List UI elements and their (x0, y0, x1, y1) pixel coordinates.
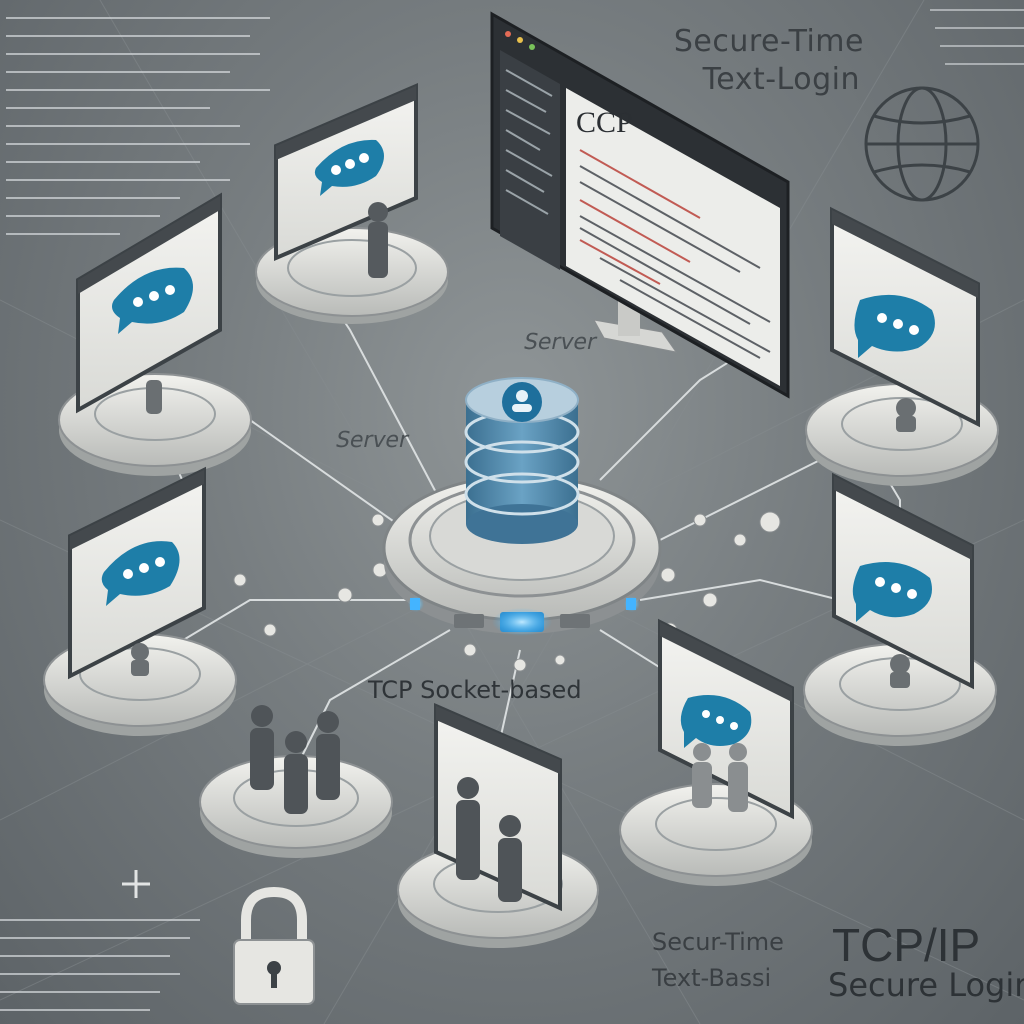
monitor-heading: CCP (576, 106, 633, 139)
user-icon (368, 202, 388, 278)
user-icon (890, 654, 910, 688)
user-group-icon (250, 705, 340, 814)
client-node-top-left (255, 82, 449, 324)
left-code-panel (0, 17, 270, 1011)
decorative-marks (122, 870, 150, 898)
user-icon (896, 398, 916, 432)
chat-bubble-icon (680, 695, 752, 748)
title-line-1: Secure-Time (673, 24, 864, 59)
server-label-top: Server (521, 330, 599, 355)
secure-login-heading: Secure Login (828, 966, 1024, 1004)
client-node-lower-left (43, 466, 237, 736)
lock-icon (233, 886, 315, 1005)
user-pair-icon (456, 777, 522, 902)
user-icon (512, 390, 532, 412)
chat-bubble-icon (112, 267, 193, 334)
user-icon (131, 643, 149, 676)
database-icon (464, 377, 580, 544)
client-node-bottom-right (619, 618, 813, 886)
bottom-caption-line-2: Text-Bassi (652, 964, 772, 992)
central-server-hub (382, 474, 662, 636)
client-node-right (805, 206, 999, 486)
server-label-left: Server (333, 428, 411, 453)
globe-icon (864, 86, 980, 202)
client-node-lower-right (803, 472, 997, 746)
user-icon (146, 380, 162, 414)
client-node-bottom-center (397, 702, 599, 948)
client-node-left (58, 192, 252, 476)
server-monitor (490, 11, 790, 399)
tcp-ip-heading: TCP/IP (832, 919, 981, 971)
right-code-panel (930, 9, 1024, 65)
tcp-socket-label: TCP Socket-based (368, 676, 582, 704)
user-group-icon (692, 743, 748, 812)
title-line-2: Text-Login (702, 62, 860, 97)
chat-bubble-icon (852, 562, 932, 622)
connection-nodes (233, 511, 781, 672)
bottom-caption-line-1: Secur-Time (652, 928, 784, 956)
client-node-bottom-left (199, 705, 393, 858)
